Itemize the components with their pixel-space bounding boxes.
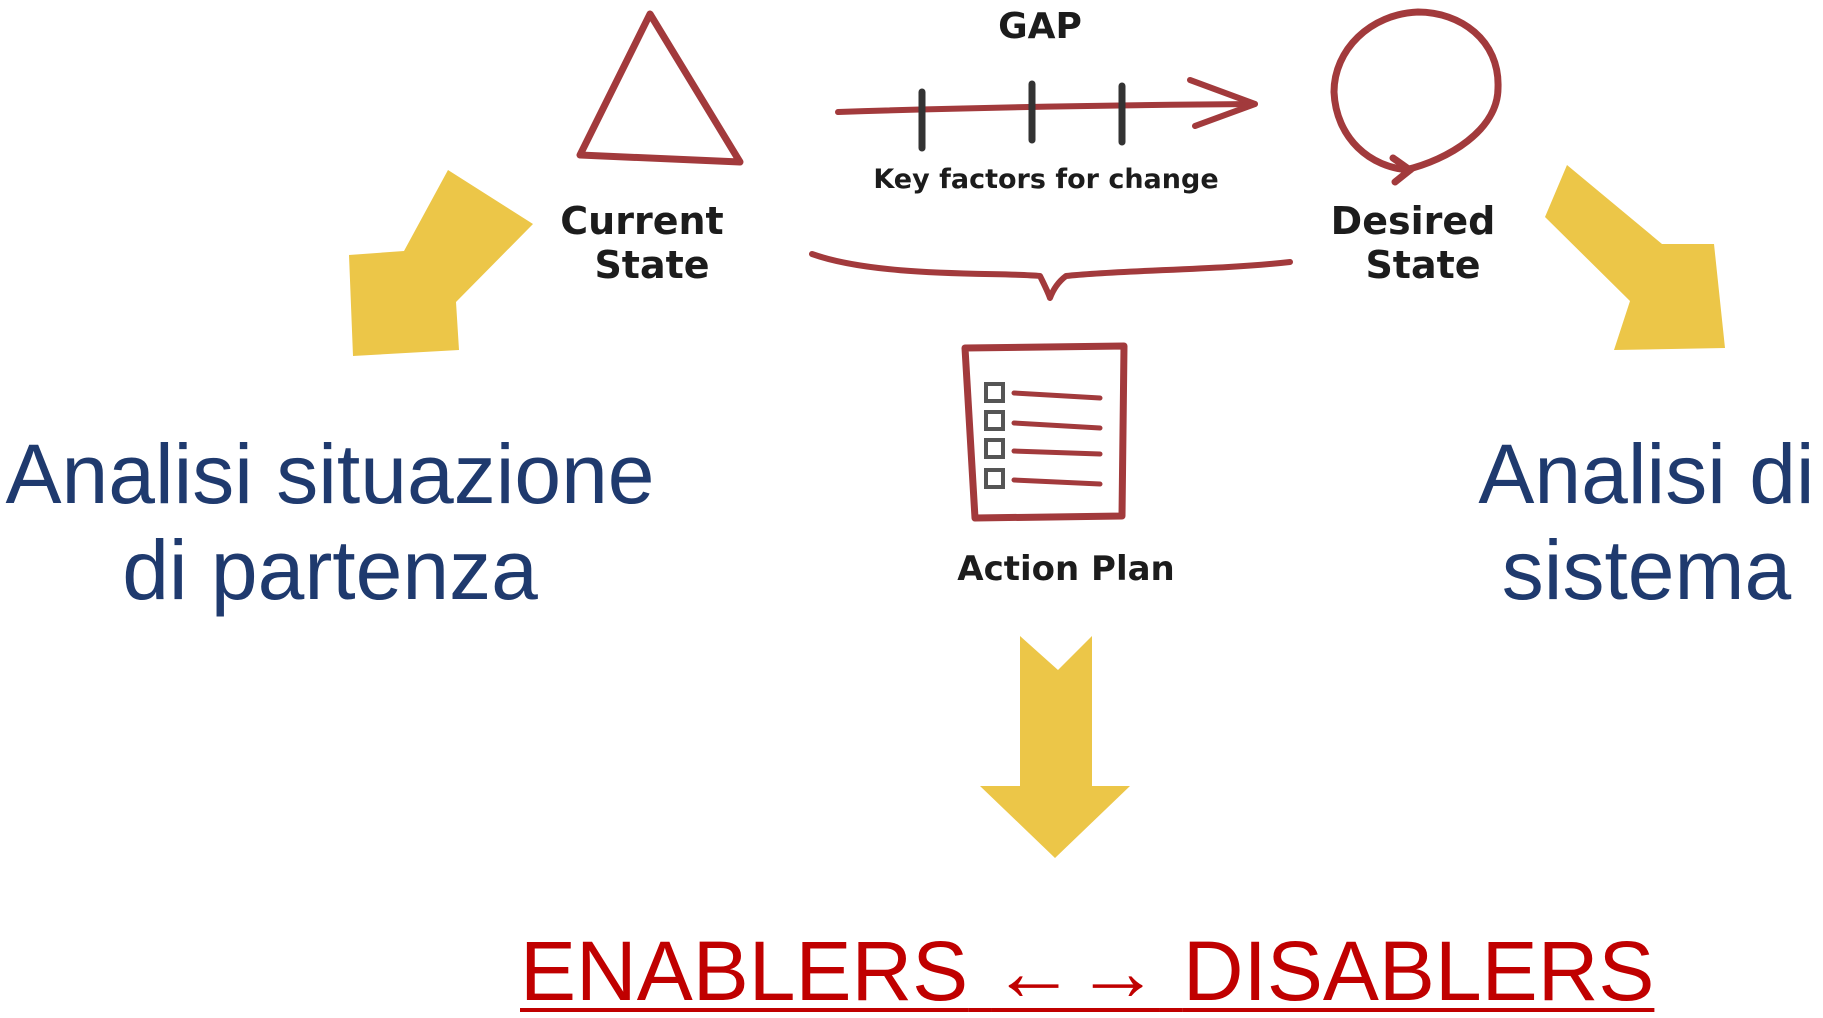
enablers-label: ENABLERS bbox=[520, 924, 969, 1018]
right-caption: Analisi di sistema bbox=[1470, 426, 1823, 618]
gap-ticks bbox=[918, 80, 1126, 152]
action-plan-label: Action Plan bbox=[957, 549, 1175, 589]
left-caption: Analisi situazione di partenza bbox=[0, 426, 660, 618]
right-caption-line1: Analisi di bbox=[1478, 427, 1815, 521]
current-state-line1: Current bbox=[560, 199, 723, 243]
checklist-icon bbox=[961, 342, 1128, 522]
triangle-icon bbox=[576, 10, 744, 166]
down-right-arrow bbox=[1545, 165, 1725, 350]
circle-icon bbox=[1330, 8, 1502, 186]
left-caption-line2: di partenza bbox=[122, 523, 538, 617]
bidirectional-arrow-icon: ←→ bbox=[991, 924, 1160, 1018]
brace-icon bbox=[809, 251, 1293, 301]
bottom-caption: ENABLERS ←→ DISABLERS bbox=[520, 924, 1654, 1018]
left-caption-line1: Analisi situazione bbox=[5, 427, 655, 521]
arrow-right-icon bbox=[835, 77, 1258, 129]
current-state-line2: State bbox=[594, 243, 709, 287]
right-caption-line2: sistema bbox=[1501, 523, 1792, 617]
desired-state-line1: Desired bbox=[1331, 199, 1496, 243]
disablers-label: DISABLERS bbox=[1182, 924, 1655, 1018]
gap-label: GAP bbox=[998, 6, 1082, 47]
key-factors-label: Key factors for change bbox=[873, 164, 1218, 195]
desired-state-line2: State bbox=[1365, 243, 1480, 287]
down-left-arrow bbox=[349, 170, 533, 356]
down-arrow bbox=[980, 636, 1130, 858]
